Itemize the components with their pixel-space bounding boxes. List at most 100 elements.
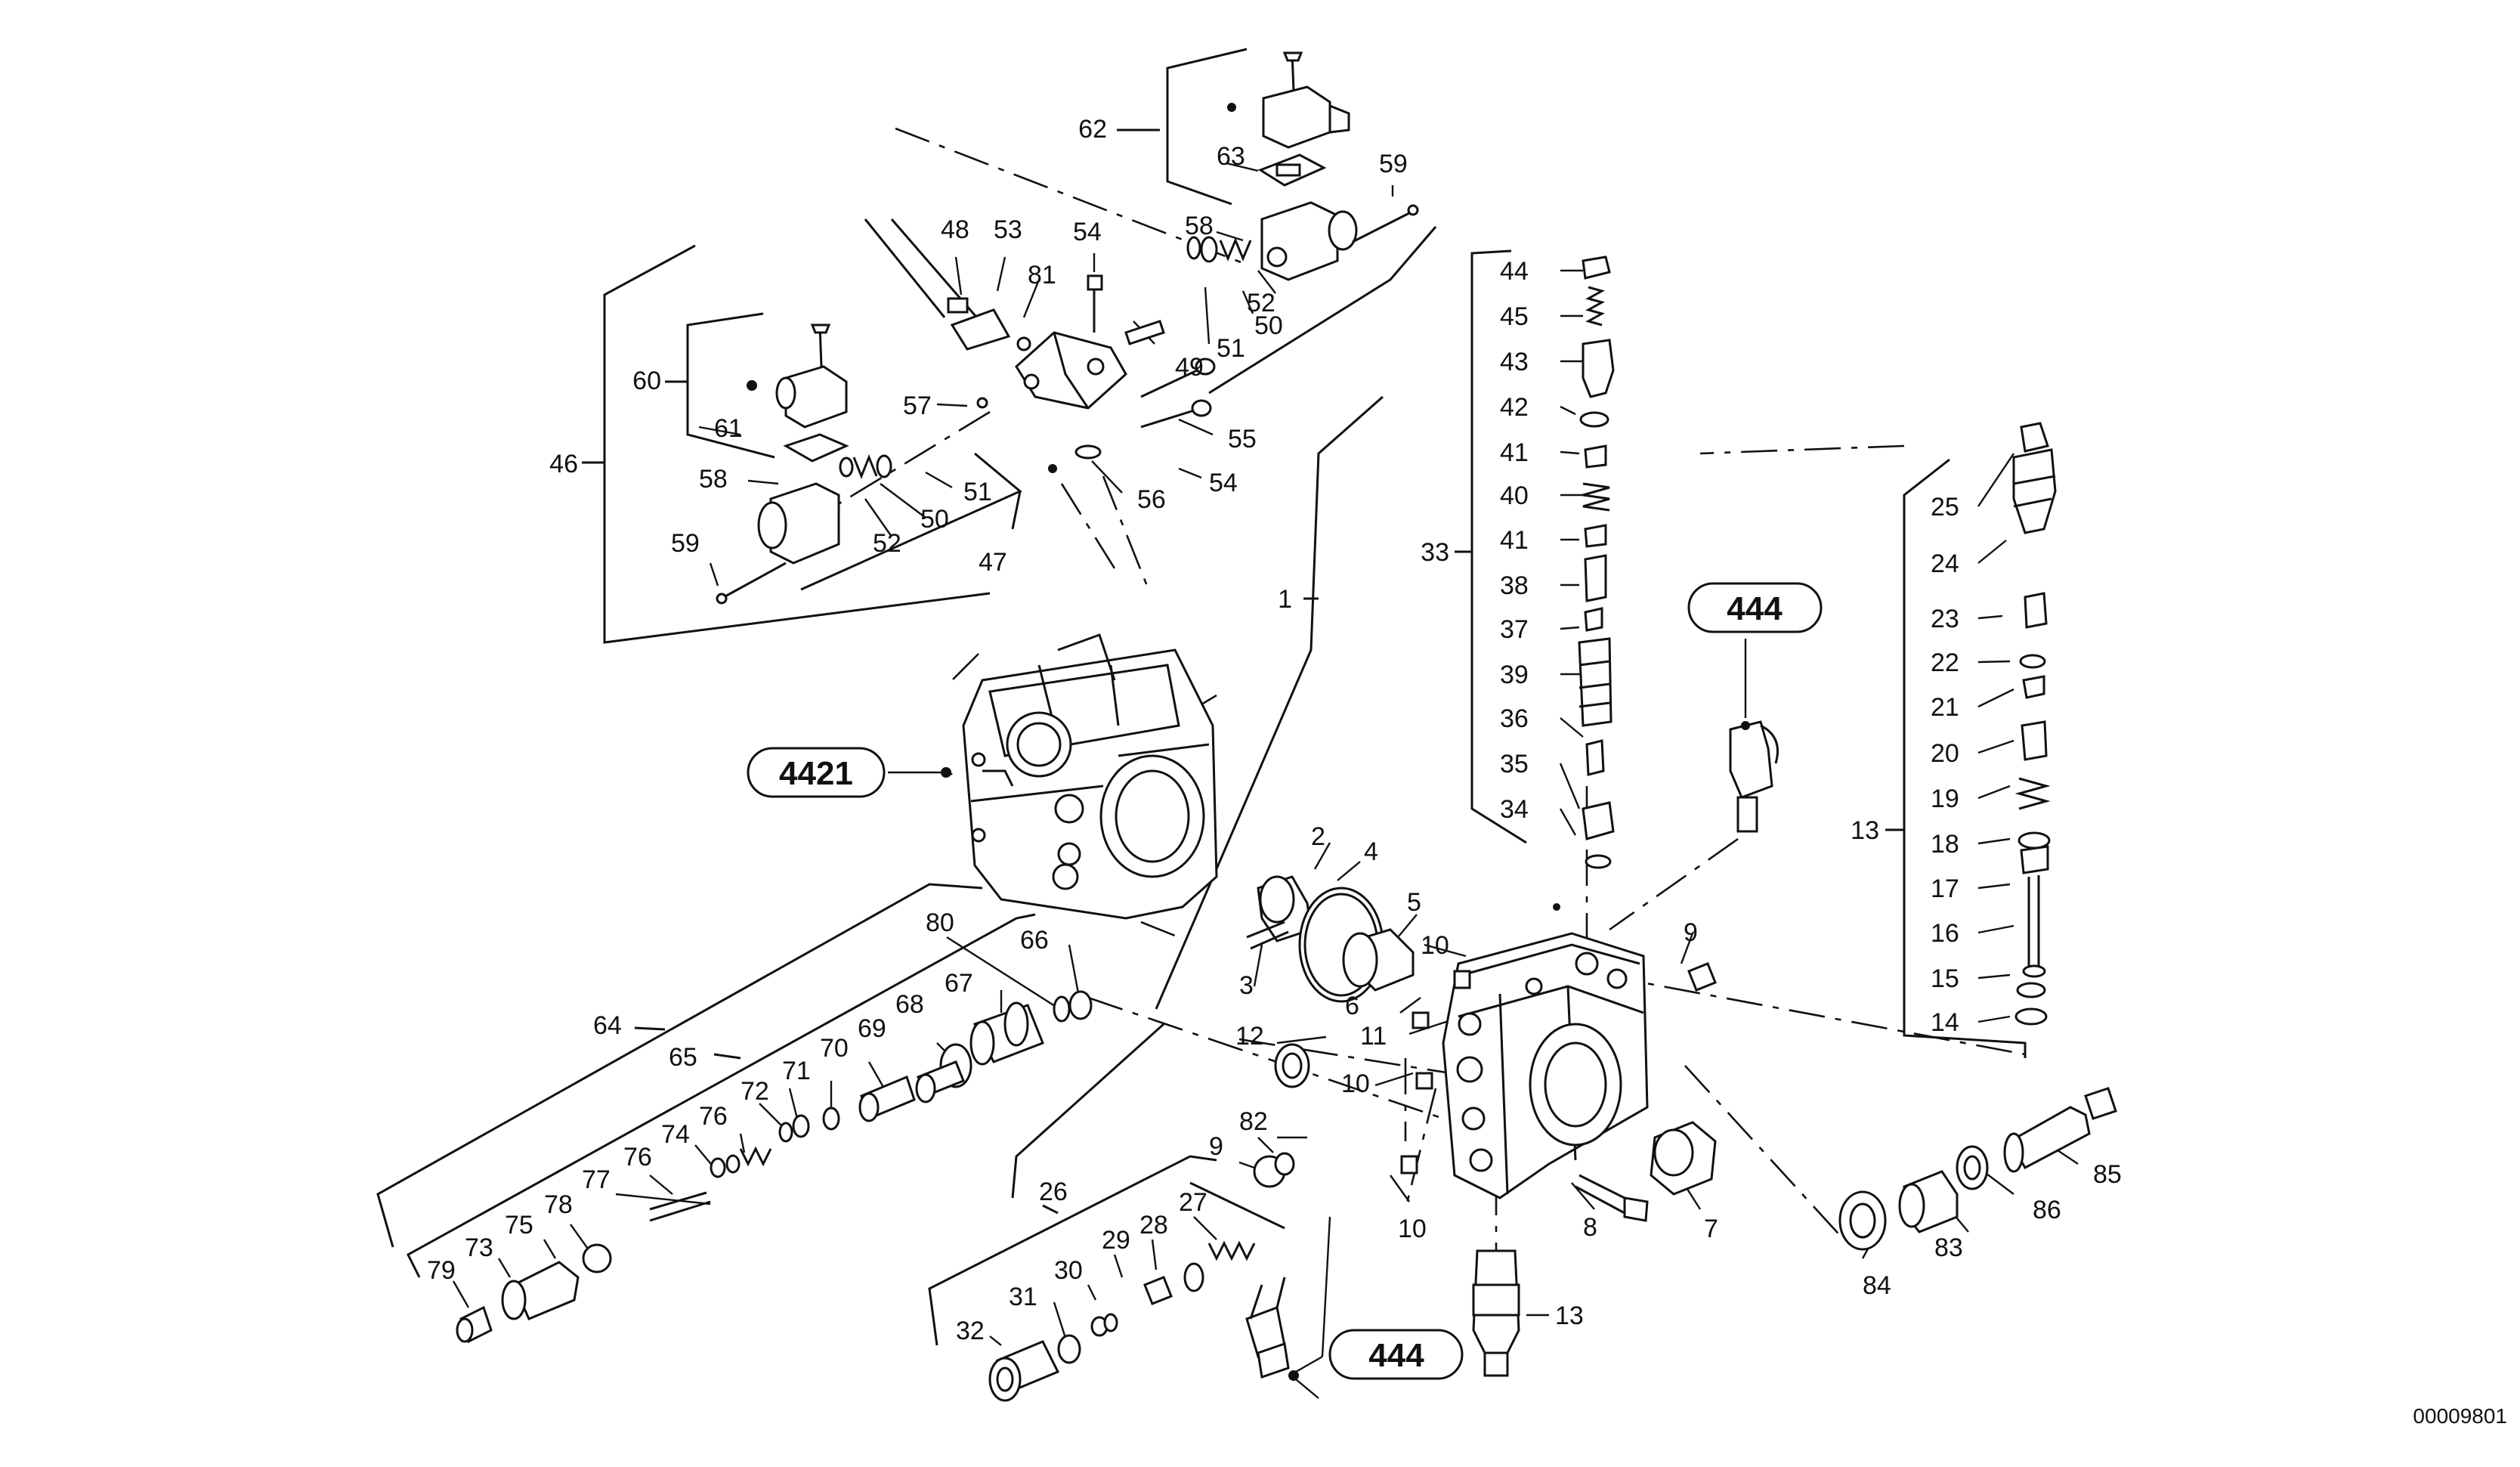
label-80: 80 [926,908,954,937]
label-30: 30 [1054,1256,1083,1285]
label-10-c: 10 [1398,1215,1427,1243]
label-41-b: 41 [1500,526,1529,555]
label-10-b: 10 [1341,1069,1370,1098]
label-19: 19 [1931,785,1959,813]
label-71: 71 [782,1057,811,1085]
label-84: 84 [1863,1271,1891,1300]
label-51-left: 51 [963,478,992,506]
spool-column-33 [1578,255,1615,869]
label-31: 31 [1009,1283,1037,1311]
label-75: 75 [505,1211,533,1240]
label-59-left: 59 [671,529,700,558]
label-15: 15 [1931,964,1959,993]
label-66: 66 [1020,926,1049,955]
label-28: 28 [1139,1211,1168,1240]
label-78: 78 [544,1190,573,1219]
label-35: 35 [1500,750,1529,778]
ref-444-top-text: 444 [1727,590,1783,627]
label-layer: 62 63 59 58 52 50 51 49 48 53 81 54 57 5… [427,115,2122,1345]
document-number: 00009801 [2413,1404,2507,1428]
label-55: 55 [1228,425,1257,453]
label-42: 42 [1500,393,1529,422]
label-50-top: 50 [1254,311,1283,340]
fittings-center [1245,1152,1299,1381]
label-58-top: 58 [1185,212,1214,240]
label-77: 77 [582,1165,611,1194]
valve-column-13 [2012,422,2057,1026]
label-39: 39 [1500,661,1529,689]
label-43: 43 [1500,348,1529,376]
reference-444-top: 444 [1687,582,1823,633]
valve-body-1 [1442,903,1649,1199]
label-24: 24 [1931,549,1959,578]
label-61: 61 [714,414,743,443]
top-valve-parts [839,236,1252,480]
label-9-bottom: 9 [1209,1132,1223,1161]
label-44: 44 [1500,257,1529,286]
label-41-a: 41 [1500,438,1529,467]
label-47: 47 [979,548,1007,577]
label-70: 70 [820,1034,849,1063]
label-72: 72 [741,1077,769,1106]
label-17: 17 [1931,874,1959,903]
label-7: 7 [1704,1215,1718,1243]
label-37: 37 [1500,615,1529,644]
ref-444-bottom-text: 444 [1368,1337,1424,1374]
label-76-b: 76 [623,1143,652,1171]
label-49: 49 [1175,353,1204,382]
label-5: 5 [1407,888,1421,917]
label-56: 56 [1137,485,1166,514]
group-brackets [376,48,2027,1346]
label-50-left: 50 [920,505,949,534]
label-52-top: 52 [1247,289,1275,317]
ref-4421-text: 4421 [779,755,853,792]
label-60: 60 [632,367,661,395]
leader-lines [452,162,2079,1399]
label-27: 27 [1179,1188,1207,1217]
label-65: 65 [669,1043,697,1072]
label-58-left: 58 [699,465,728,494]
label-23: 23 [1931,605,1959,633]
label-45: 45 [1500,302,1529,331]
label-86: 86 [2033,1196,2061,1224]
label-83: 83 [1934,1233,1963,1262]
label-53: 53 [994,215,1022,244]
pump-housing-4421 [962,633,1218,920]
control-block [947,274,1216,473]
label-6: 6 [1345,992,1359,1020]
label-21: 21 [1931,693,1959,722]
label-38: 38 [1500,571,1529,600]
solenoid-left [716,323,849,605]
valve-assembly-26 [988,1240,1256,1402]
label-76-a: 76 [699,1102,728,1131]
fittings-bottom-right [1838,1087,2117,1251]
label-9-right: 9 [1684,918,1698,947]
label-11: 11 [1360,1022,1387,1051]
label-54-mid: 54 [1209,469,1238,497]
label-32: 32 [956,1317,985,1345]
label-22: 22 [1931,648,1959,677]
label-25: 25 [1931,493,1959,521]
label-14: 14 [1931,1008,1959,1037]
label-54-top: 54 [1073,218,1102,246]
label-13-right: 13 [1851,816,1879,845]
label-73: 73 [465,1233,493,1262]
label-36: 36 [1500,704,1529,733]
label-2: 2 [1311,822,1325,851]
label-13-bottom: 13 [1555,1301,1584,1330]
label-40: 40 [1500,481,1529,510]
spool-assembly-left [456,990,1093,1344]
label-68: 68 [895,990,924,1019]
label-26: 26 [1039,1178,1068,1206]
label-20: 20 [1931,739,1959,768]
label-29: 29 [1102,1226,1130,1255]
assembly-axes [796,127,2026,1270]
solenoid-upper [1227,51,1419,281]
label-67: 67 [945,969,973,998]
label-3: 3 [1239,971,1254,1000]
label-16: 16 [1931,919,1959,948]
label-34: 34 [1500,795,1529,824]
reference-4421: 4421 [747,747,951,798]
label-63: 63 [1217,142,1245,171]
